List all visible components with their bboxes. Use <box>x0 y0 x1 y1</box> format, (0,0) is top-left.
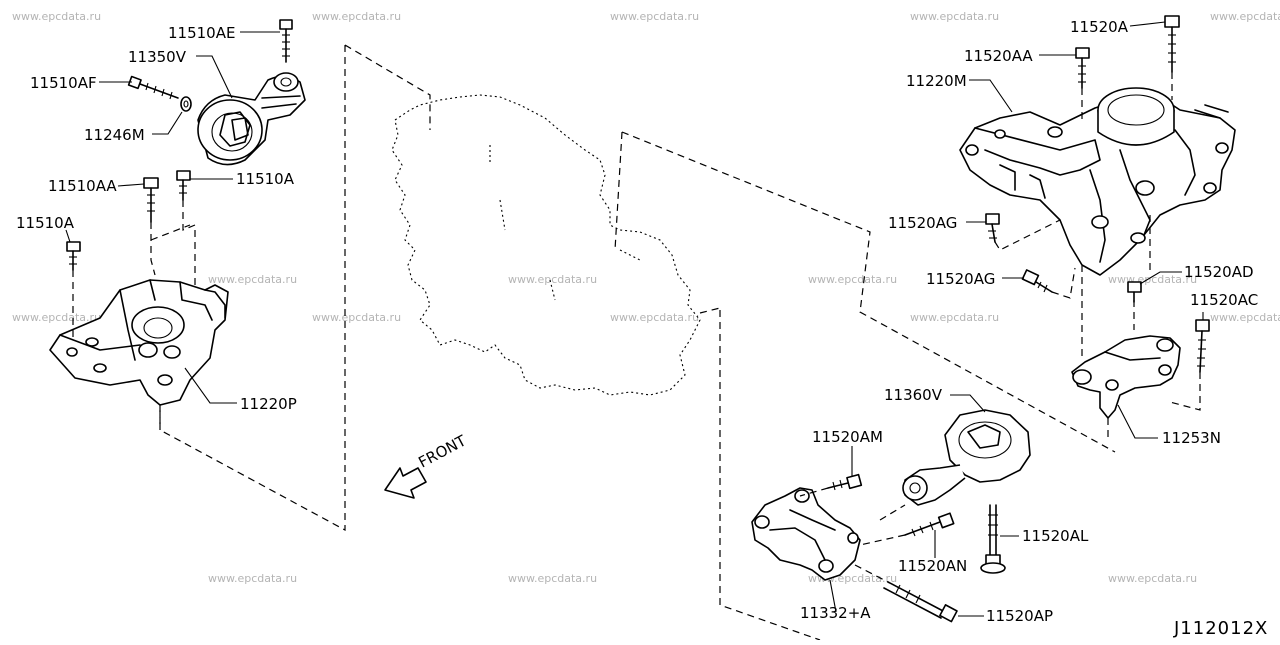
mount-11350V <box>197 72 306 166</box>
label-11220P: 11220P <box>240 395 297 413</box>
label-11520AN: 11520AN <box>898 557 967 575</box>
label-11332A: 11332+A <box>800 604 871 622</box>
label-11360V: 11360V <box>884 386 943 404</box>
diagram-number: J112012X <box>1173 618 1268 639</box>
label-11220M: 11220M <box>906 72 967 90</box>
label-11510AF: 11510AF <box>30 74 97 92</box>
part-labels: 11510AE 11350V 11510AF 11246M 11510AA 11… <box>16 18 1258 625</box>
label-11510A: 11510A <box>16 214 75 232</box>
mount-11360V <box>902 409 1031 506</box>
bolt-11510A <box>66 241 81 271</box>
watermark: www.epcdata.ru <box>508 273 597 286</box>
bolt-11520A <box>1164 15 1180 73</box>
label-11520AA: 11520AA <box>964 47 1033 65</box>
leader-lines <box>65 21 1204 617</box>
label-11510A: 11510A <box>236 170 295 188</box>
watermark: www.epcdata.ru <box>610 10 699 23</box>
bracket-11253N <box>1071 335 1181 419</box>
bolt-11510AF <box>127 75 179 100</box>
watermark: www.epcdata.ru <box>312 311 401 324</box>
watermark: www.epcdata.ru <box>1210 311 1280 324</box>
watermark: www.epcdata.ru <box>208 273 297 286</box>
watermark: www.epcdata.ru <box>12 311 101 324</box>
label-11520AC: 11520AC <box>1190 291 1258 309</box>
bracket-11332A <box>751 487 861 581</box>
watermark: www.epcdata.ru <box>208 572 297 585</box>
watermark: www.epcdata.ru <box>12 10 101 23</box>
label-11520AP: 11520AP <box>986 607 1053 625</box>
bolt-11520AD <box>1127 281 1142 303</box>
label-11520A: 11520A <box>1070 18 1129 36</box>
label-11350V: 11350V <box>128 48 187 66</box>
bracket-11220P <box>49 279 229 406</box>
label-11520AM: 11520AM <box>812 428 883 446</box>
label-11510AE: 11510AE <box>168 24 235 42</box>
front-arrow: FRONT <box>384 431 470 499</box>
bolt-11510AA <box>143 177 159 223</box>
bolt-11520AC <box>1195 319 1210 373</box>
label-11520AG: 11520AG <box>888 214 957 232</box>
label-11520AG: 11520AG <box>926 270 995 288</box>
assembly-lines-left <box>72 200 196 430</box>
front-label: FRONT <box>415 431 469 471</box>
bolt-11520AL <box>980 504 1006 574</box>
watermark: www.epcdata.ru <box>312 10 401 23</box>
label-11510AA: 11510AA <box>48 177 117 195</box>
bolt-11520AA <box>1075 47 1090 89</box>
watermark: www.epcdata.ru <box>1108 572 1197 585</box>
bolt-11510A <box>176 170 191 201</box>
label-11253N: 11253N <box>1162 429 1221 447</box>
watermark: www.epcdata.ru <box>508 572 597 585</box>
washer-11246M <box>180 96 192 112</box>
watermark: www.epcdata.ru <box>808 273 897 286</box>
watermark: www.epcdata.ru <box>910 311 999 324</box>
assembly-lines-right-upper <box>994 72 1173 360</box>
bolt-11520AN <box>904 512 955 537</box>
bracket-11220M <box>959 87 1236 276</box>
assembly-lines-right-lower <box>799 487 906 583</box>
bolt-11520AG <box>985 213 1000 243</box>
label-11520AL: 11520AL <box>1022 527 1089 545</box>
watermark: www.epcdata.ru <box>910 10 999 23</box>
bolt-11520AP <box>883 581 958 623</box>
bolt-11520AM <box>827 473 863 491</box>
engine-outline <box>159 44 1116 641</box>
label-11246M: 11246M <box>84 126 145 144</box>
bolt-11520AG <box>1021 269 1053 293</box>
label-11520AD: 11520AD <box>1184 263 1254 281</box>
watermark: www.epcdata.ru <box>1210 10 1280 23</box>
watermark-layer: www.epcdata.ru www.epcdata.ru www.epcdat… <box>12 10 1280 585</box>
watermark: www.epcdata.ru <box>610 311 699 324</box>
assembly-lines-right-mid <box>1107 372 1201 440</box>
bolt-11510AE <box>279 19 293 63</box>
